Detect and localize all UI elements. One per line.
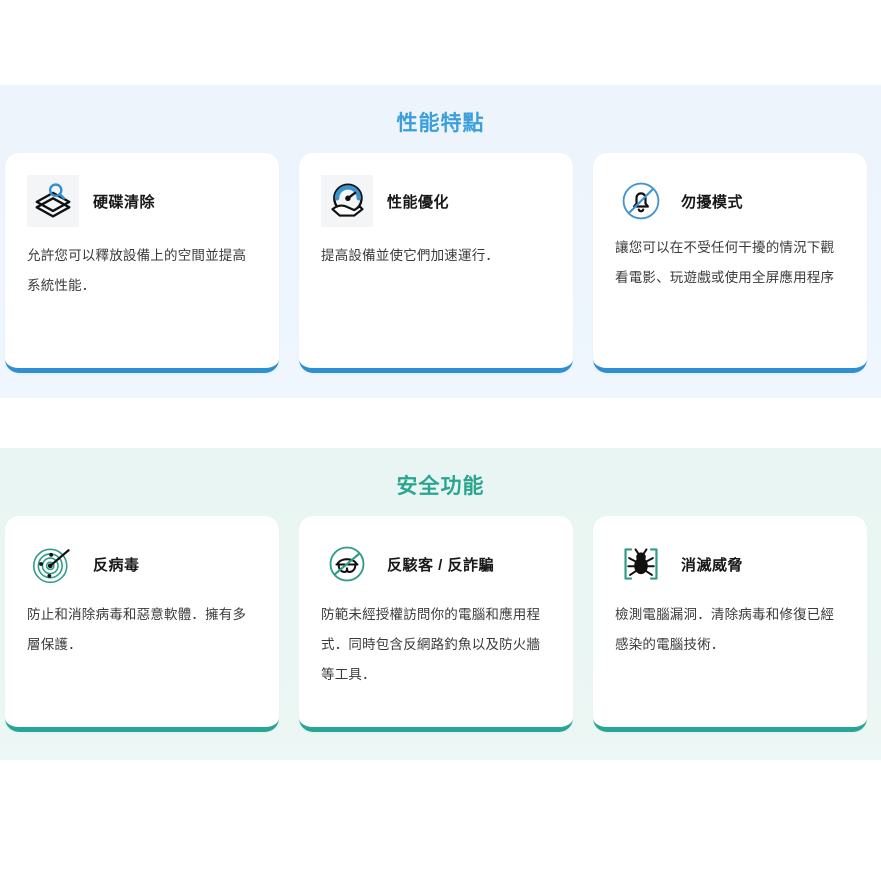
speedometer-hand-icon <box>321 175 373 227</box>
feature-card-do-not-disturb[interactable]: 勿擾模式 讓您可以在不受任何干擾的情況下觀看電影、玩遊戲或使用全屏應用程序 <box>593 153 867 373</box>
card-title: 消滅威脅 <box>681 556 744 574</box>
card-header: 消滅威脅 <box>615 538 845 590</box>
hacker-blocked-icon <box>321 538 373 590</box>
card-description: 防止和消除病毒和惡意軟體．擁有多層保護． <box>27 607 247 652</box>
performance-card-row: 硬碟清除 允許您可以釋放設備上的空間並提高系統性能． <box>5 153 881 373</box>
security-section-heading: 安全功能 <box>396 475 485 498</box>
feature-card-antivirus[interactable]: 反病毒 防止和消除病毒和惡意軟體．擁有多層保護． <box>5 516 279 732</box>
card-header: 勿擾模式 <box>615 175 845 227</box>
card-header: 硬碟清除 <box>27 175 257 227</box>
security-card-row: 反病毒 防止和消除病毒和惡意軟體．擁有多層保護． <box>5 516 881 732</box>
card-description: 允許您可以釋放設備上的空間並提高系統性能． <box>27 248 247 293</box>
card-description: 提高設備並使它們加速運行． <box>321 248 500 263</box>
security-features-section: 安全功能 <box>0 448 881 760</box>
card-description: 防範未經授權訪問你的電腦和應用程式．同時包含反網路釣魚以及防火牆等工具． <box>321 607 541 682</box>
bell-slash-icon <box>615 175 667 227</box>
performance-section-heading: 性能特點 <box>396 112 485 135</box>
card-description: 讓您可以在不受任何干擾的情況下觀看電影、玩遊戲或使用全屏應用程序 <box>615 240 835 285</box>
card-title: 硬碟清除 <box>93 193 156 211</box>
card-description: 檢測電腦漏洞．清除病毒和修復已經感染的電腦技術． <box>615 607 835 652</box>
feature-card-threat-removal[interactable]: 消滅威脅 檢測電腦漏洞．清除病毒和修復已經感染的電腦技術． <box>593 516 867 732</box>
bug-brackets-icon <box>615 538 667 590</box>
card-title: 勿擾模式 <box>681 193 744 211</box>
card-title: 反病毒 <box>93 556 140 574</box>
feature-card-anti-hacker[interactable]: 反駭客 / 反詐騙 防範未經授權訪問你的電腦和應用程式．同時包含反網路釣魚以及防… <box>299 516 573 732</box>
radar-scan-icon <box>27 538 79 590</box>
performance-features-section: 性能特點 硬碟清除 <box>0 85 881 398</box>
card-header: 性能優化 <box>321 175 551 227</box>
feature-card-performance-optimization[interactable]: 性能優化 提高設備並使它們加速運行． <box>299 153 573 373</box>
card-title: 性能優化 <box>387 193 450 211</box>
card-header: 反駭客 / 反詐騙 <box>321 538 551 590</box>
card-header: 反病毒 <box>27 538 257 590</box>
card-title: 反駭客 / 反詐騙 <box>387 556 495 574</box>
feature-card-disk-cleanup[interactable]: 硬碟清除 允許您可以釋放設備上的空間並提高系統性能． <box>5 153 279 373</box>
disk-cleanup-layers-icon <box>27 175 79 227</box>
